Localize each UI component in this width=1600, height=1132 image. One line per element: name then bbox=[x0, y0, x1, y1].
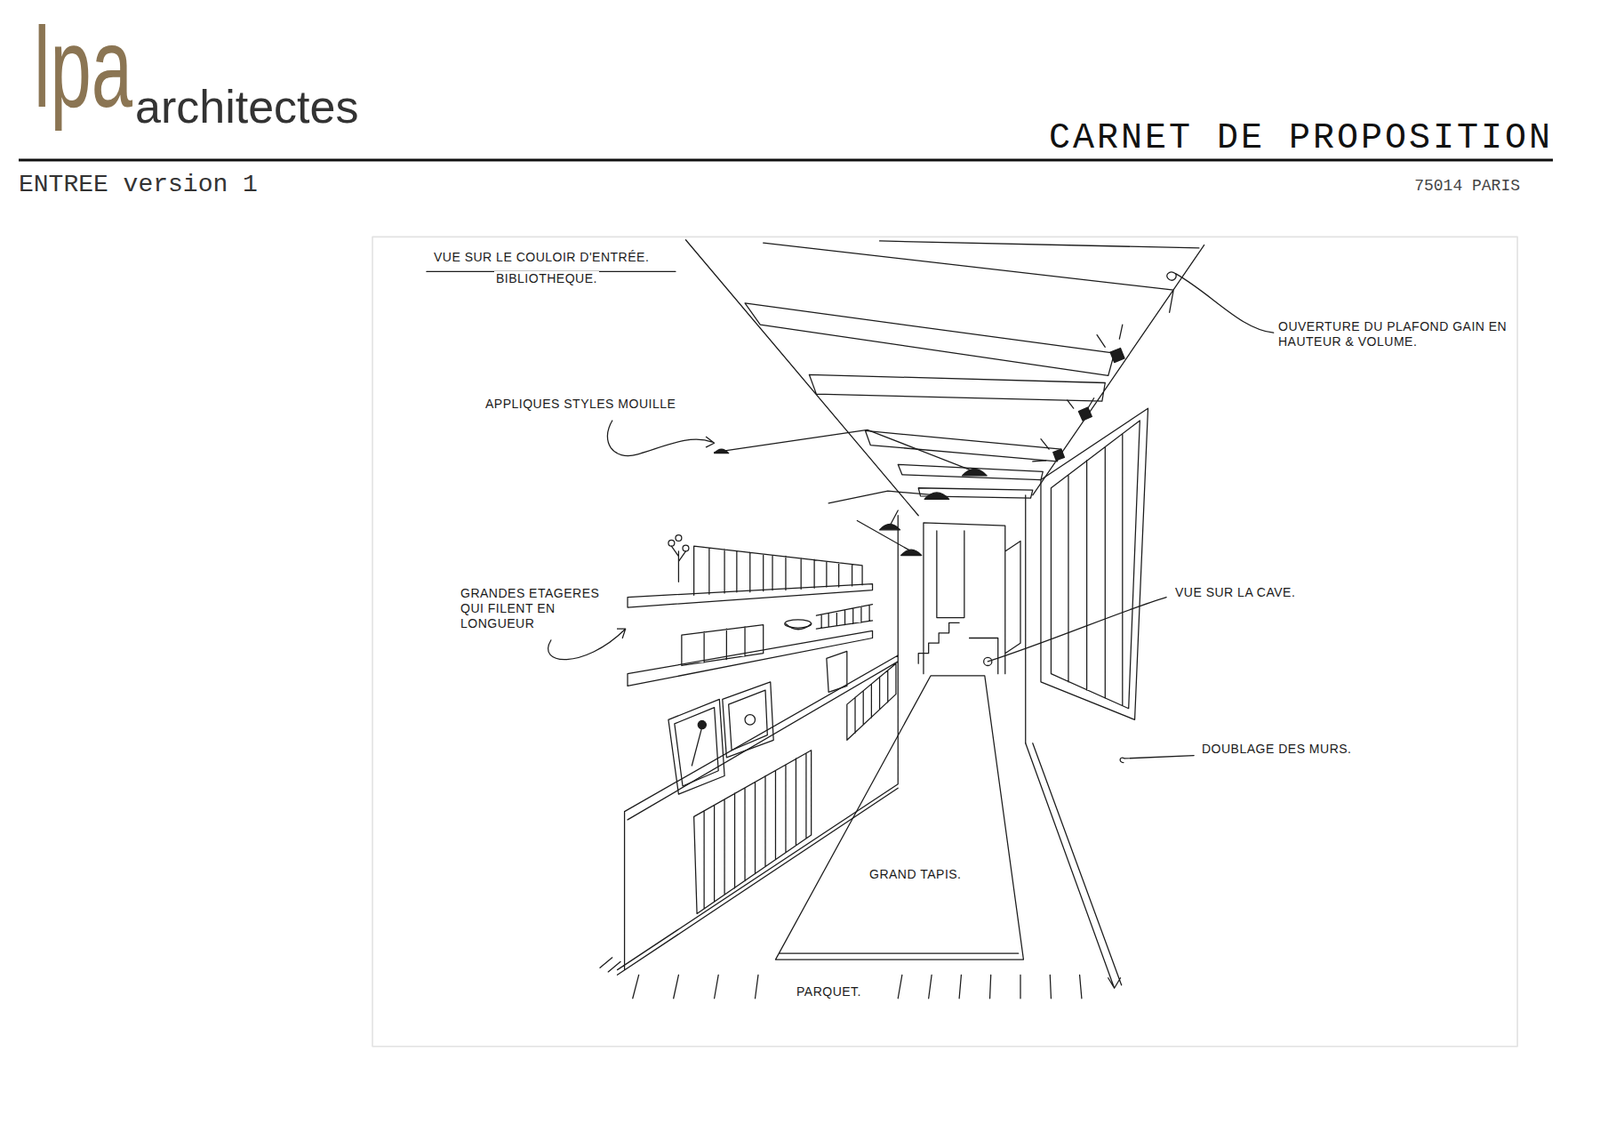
leader-line bbox=[1167, 272, 1274, 333]
section-label-slot: ENTREE version 1 bbox=[18, 171, 258, 200]
ceiling-spots bbox=[1053, 347, 1125, 460]
floor-note: PARQUET. bbox=[794, 984, 864, 1000]
shelf-books bbox=[681, 545, 873, 665]
logo-word: architectes bbox=[135, 83, 359, 130]
callout-note: VUE SUR LA CAVE. bbox=[1173, 584, 1297, 600]
section-label: ENTREE version 1 bbox=[18, 171, 258, 200]
lamp-shades bbox=[714, 448, 988, 555]
floor-note-slot: PARQUET. bbox=[794, 984, 864, 1000]
plant-leaf bbox=[682, 544, 689, 552]
callout-note-slot: VUE SUR LA CAVE. bbox=[1173, 584, 1297, 600]
leader-line bbox=[984, 597, 1167, 666]
view-caption-slot: VUE SUR LE COULOIR D'ENTRÉE. bbox=[432, 249, 651, 265]
picture-frames bbox=[668, 650, 848, 794]
perspective-sketch bbox=[372, 236, 1518, 1046]
page-title-slot: CARNET DE PROPOSITION bbox=[1048, 119, 1553, 159]
callout-note-slot: OUVERTURE DU PLAFOND GAIN EN HAUTEUR & V… bbox=[1276, 319, 1510, 350]
view-caption: BIBLIOTHEQUE. bbox=[494, 271, 600, 287]
location-label-slot: 75014 PARIS bbox=[1414, 177, 1520, 196]
wall-shelves bbox=[627, 584, 873, 687]
leader-line bbox=[548, 628, 626, 660]
frame-motif bbox=[744, 714, 755, 725]
leader-line bbox=[607, 420, 714, 456]
floor-note: GRAND TAPIS. bbox=[867, 866, 964, 882]
low-bookcase bbox=[617, 655, 899, 975]
callout-note: OUVERTURE DU PLAFOND GAIN EN HAUTEUR & V… bbox=[1276, 319, 1510, 350]
corridor-end bbox=[897, 495, 1026, 744]
logo-mark: lpa bbox=[33, 10, 133, 125]
leader-line bbox=[1120, 755, 1194, 763]
cellar-glazing bbox=[1040, 408, 1149, 720]
callout-note: DOUBLAGE DES MURS. bbox=[1200, 741, 1353, 757]
page-title: CARNET DE PROPOSITION bbox=[1048, 119, 1553, 159]
plant bbox=[671, 545, 686, 582]
floor-note-slot: GRAND TAPIS. bbox=[867, 866, 964, 882]
callout-note-slot: GRANDES ETAGERES QUI FILENT EN LONGUEUR bbox=[458, 585, 617, 632]
callout-note-slot: DOUBLAGE DES MURS. bbox=[1200, 741, 1353, 757]
header-rule bbox=[18, 159, 1553, 162]
wall-lining bbox=[1025, 743, 1122, 989]
plant-leaf bbox=[675, 535, 682, 542]
logo-word-slot: architectes bbox=[135, 83, 359, 130]
view-caption: VUE SUR LE COULOIR D'ENTRÉE. bbox=[432, 249, 651, 265]
rug bbox=[775, 675, 1024, 960]
view-caption-slot: BIBLIOTHEQUE. bbox=[494, 271, 600, 287]
frame-motif bbox=[697, 720, 706, 728]
callout-note: GRANDES ETAGERES QUI FILENT EN LONGUEUR bbox=[458, 585, 617, 632]
ceiling-beams bbox=[685, 240, 1204, 516]
plant-leaf bbox=[668, 539, 675, 546]
callout-note: APPLIQUES STYLES MOUILLE bbox=[483, 396, 678, 412]
callout-note-slot: APPLIQUES STYLES MOUILLE bbox=[483, 396, 678, 412]
spot-rays bbox=[1032, 324, 1123, 462]
sketch-frame bbox=[372, 236, 1518, 1046]
bowl-body bbox=[785, 623, 812, 629]
location-label: 75014 PARIS bbox=[1414, 177, 1520, 196]
lamp-arms bbox=[714, 429, 976, 552]
